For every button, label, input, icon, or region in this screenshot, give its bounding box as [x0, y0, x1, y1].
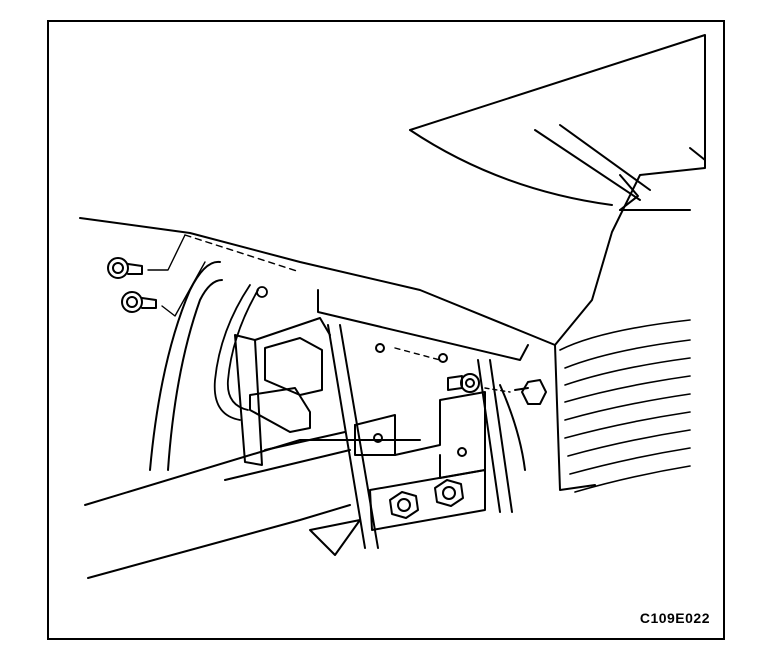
figure-code: C109E022 [639, 610, 710, 626]
radiator-fins [559, 319, 691, 493]
screw-lower [121, 291, 157, 313]
diagram-frame [47, 20, 725, 640]
wire-harness [213, 284, 268, 421]
screw-upper [107, 257, 143, 279]
electrical-connector [234, 317, 346, 466]
left-screws [107, 234, 301, 317]
mounting-bracket [354, 391, 486, 531]
main-beam [84, 260, 421, 579]
upper-panel [79, 34, 706, 491]
side-screws [375, 343, 547, 471]
bracket-bolts [389, 479, 464, 519]
